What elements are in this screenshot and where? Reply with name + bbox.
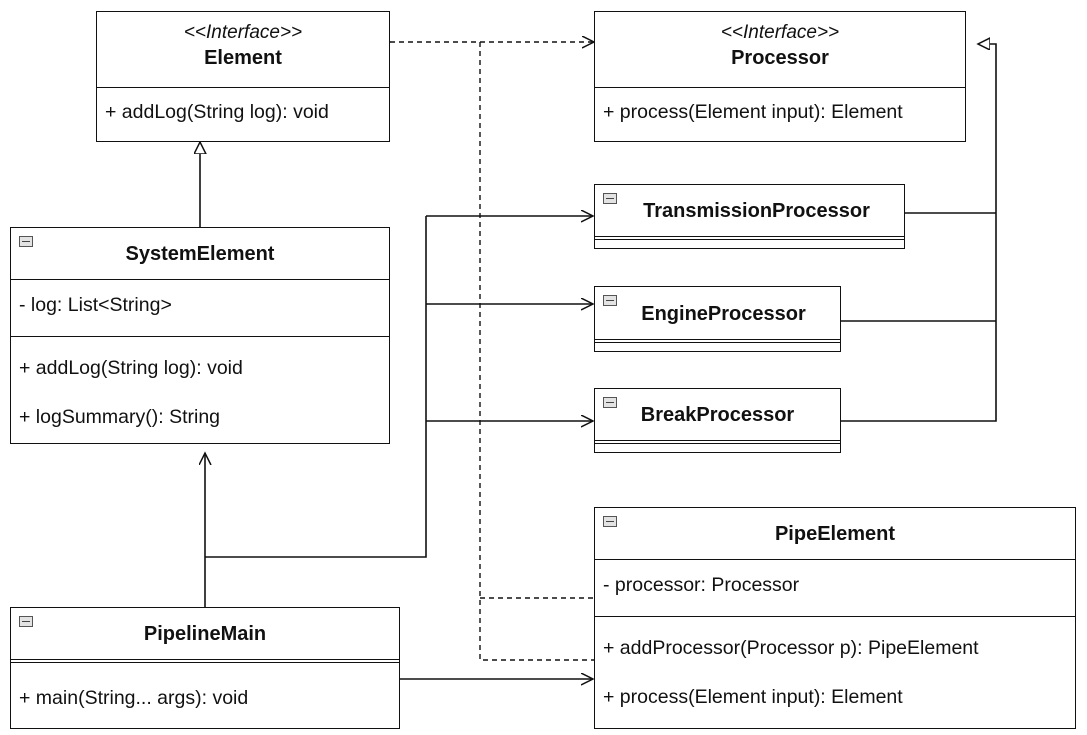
- empty-compartments: [595, 236, 904, 240]
- realization-processors-processor: [841, 44, 997, 422]
- collapse-icon[interactable]: [19, 236, 33, 247]
- processor-method: + process(Element input): Element: [603, 101, 903, 123]
- systemelement-name: SystemElement: [125, 243, 275, 265]
- divider: [595, 616, 1075, 617]
- transmissionprocessor-class[interactable]: TransmissionProcessor: [594, 184, 905, 249]
- systemelement-class[interactable]: SystemElement - log: List<String> + addL…: [10, 227, 390, 444]
- collapse-icon[interactable]: [603, 193, 617, 204]
- engineprocessor-class[interactable]: EngineProcessor: [594, 286, 841, 352]
- systemelement-field: - log: List<String>: [19, 294, 172, 316]
- processor-interface[interactable]: <<Interface>> Processor + process(Elemen…: [594, 11, 966, 142]
- divider: [97, 87, 389, 88]
- systemelement-method: + logSummary(): String: [19, 406, 221, 428]
- divider: [11, 279, 389, 280]
- collapse-icon[interactable]: [603, 516, 617, 527]
- pipelinemain-method: + main(String... args): void: [19, 687, 249, 709]
- breakprocessor-class[interactable]: BreakProcessor: [594, 388, 841, 453]
- element-interface[interactable]: <<Interface>> Element + addLog(String lo…: [96, 11, 390, 142]
- collapse-icon[interactable]: [19, 616, 33, 627]
- empty-compartments: [595, 339, 840, 343]
- pipelinemain-class[interactable]: PipelineMain + main(String... args): voi…: [10, 607, 400, 729]
- association-main-processors: [205, 216, 427, 558]
- collapse-icon[interactable]: [603, 295, 617, 306]
- pipelinemain-name: PipelineMain: [143, 623, 267, 645]
- processor-stereotype: <<Interface>>: [720, 22, 840, 43]
- pipeelement-field: - processor: Processor: [603, 574, 800, 596]
- element-stereotype: <<Interface>>: [183, 22, 303, 43]
- breakprocessor-name: BreakProcessor: [640, 404, 795, 426]
- engineprocessor-name: EngineProcessor: [641, 303, 806, 325]
- collapse-icon[interactable]: [603, 397, 617, 408]
- dependency-pipeelement: [479, 42, 594, 661]
- pipeelement-name: PipeElement: [774, 523, 896, 545]
- element-method: + addLog(String log): void: [105, 101, 329, 123]
- systemelement-method: + addLog(String log): void: [19, 357, 243, 379]
- processor-name: Processor: [731, 47, 829, 69]
- divider: [595, 559, 1075, 560]
- pipeelement-method: + process(Element input): Element: [603, 686, 903, 708]
- empty-attributes-compartment: [11, 659, 399, 663]
- divider: [11, 336, 389, 337]
- element-name: Element: [204, 47, 282, 69]
- divider: [595, 87, 965, 88]
- empty-compartments: [595, 440, 840, 444]
- transmissionprocessor-name: TransmissionProcessor: [643, 200, 870, 222]
- pipeelement-class[interactable]: PipeElement - processor: Processor + add…: [594, 507, 1076, 729]
- pipeelement-method: + addProcessor(Processor p): PipeElement: [603, 637, 979, 659]
